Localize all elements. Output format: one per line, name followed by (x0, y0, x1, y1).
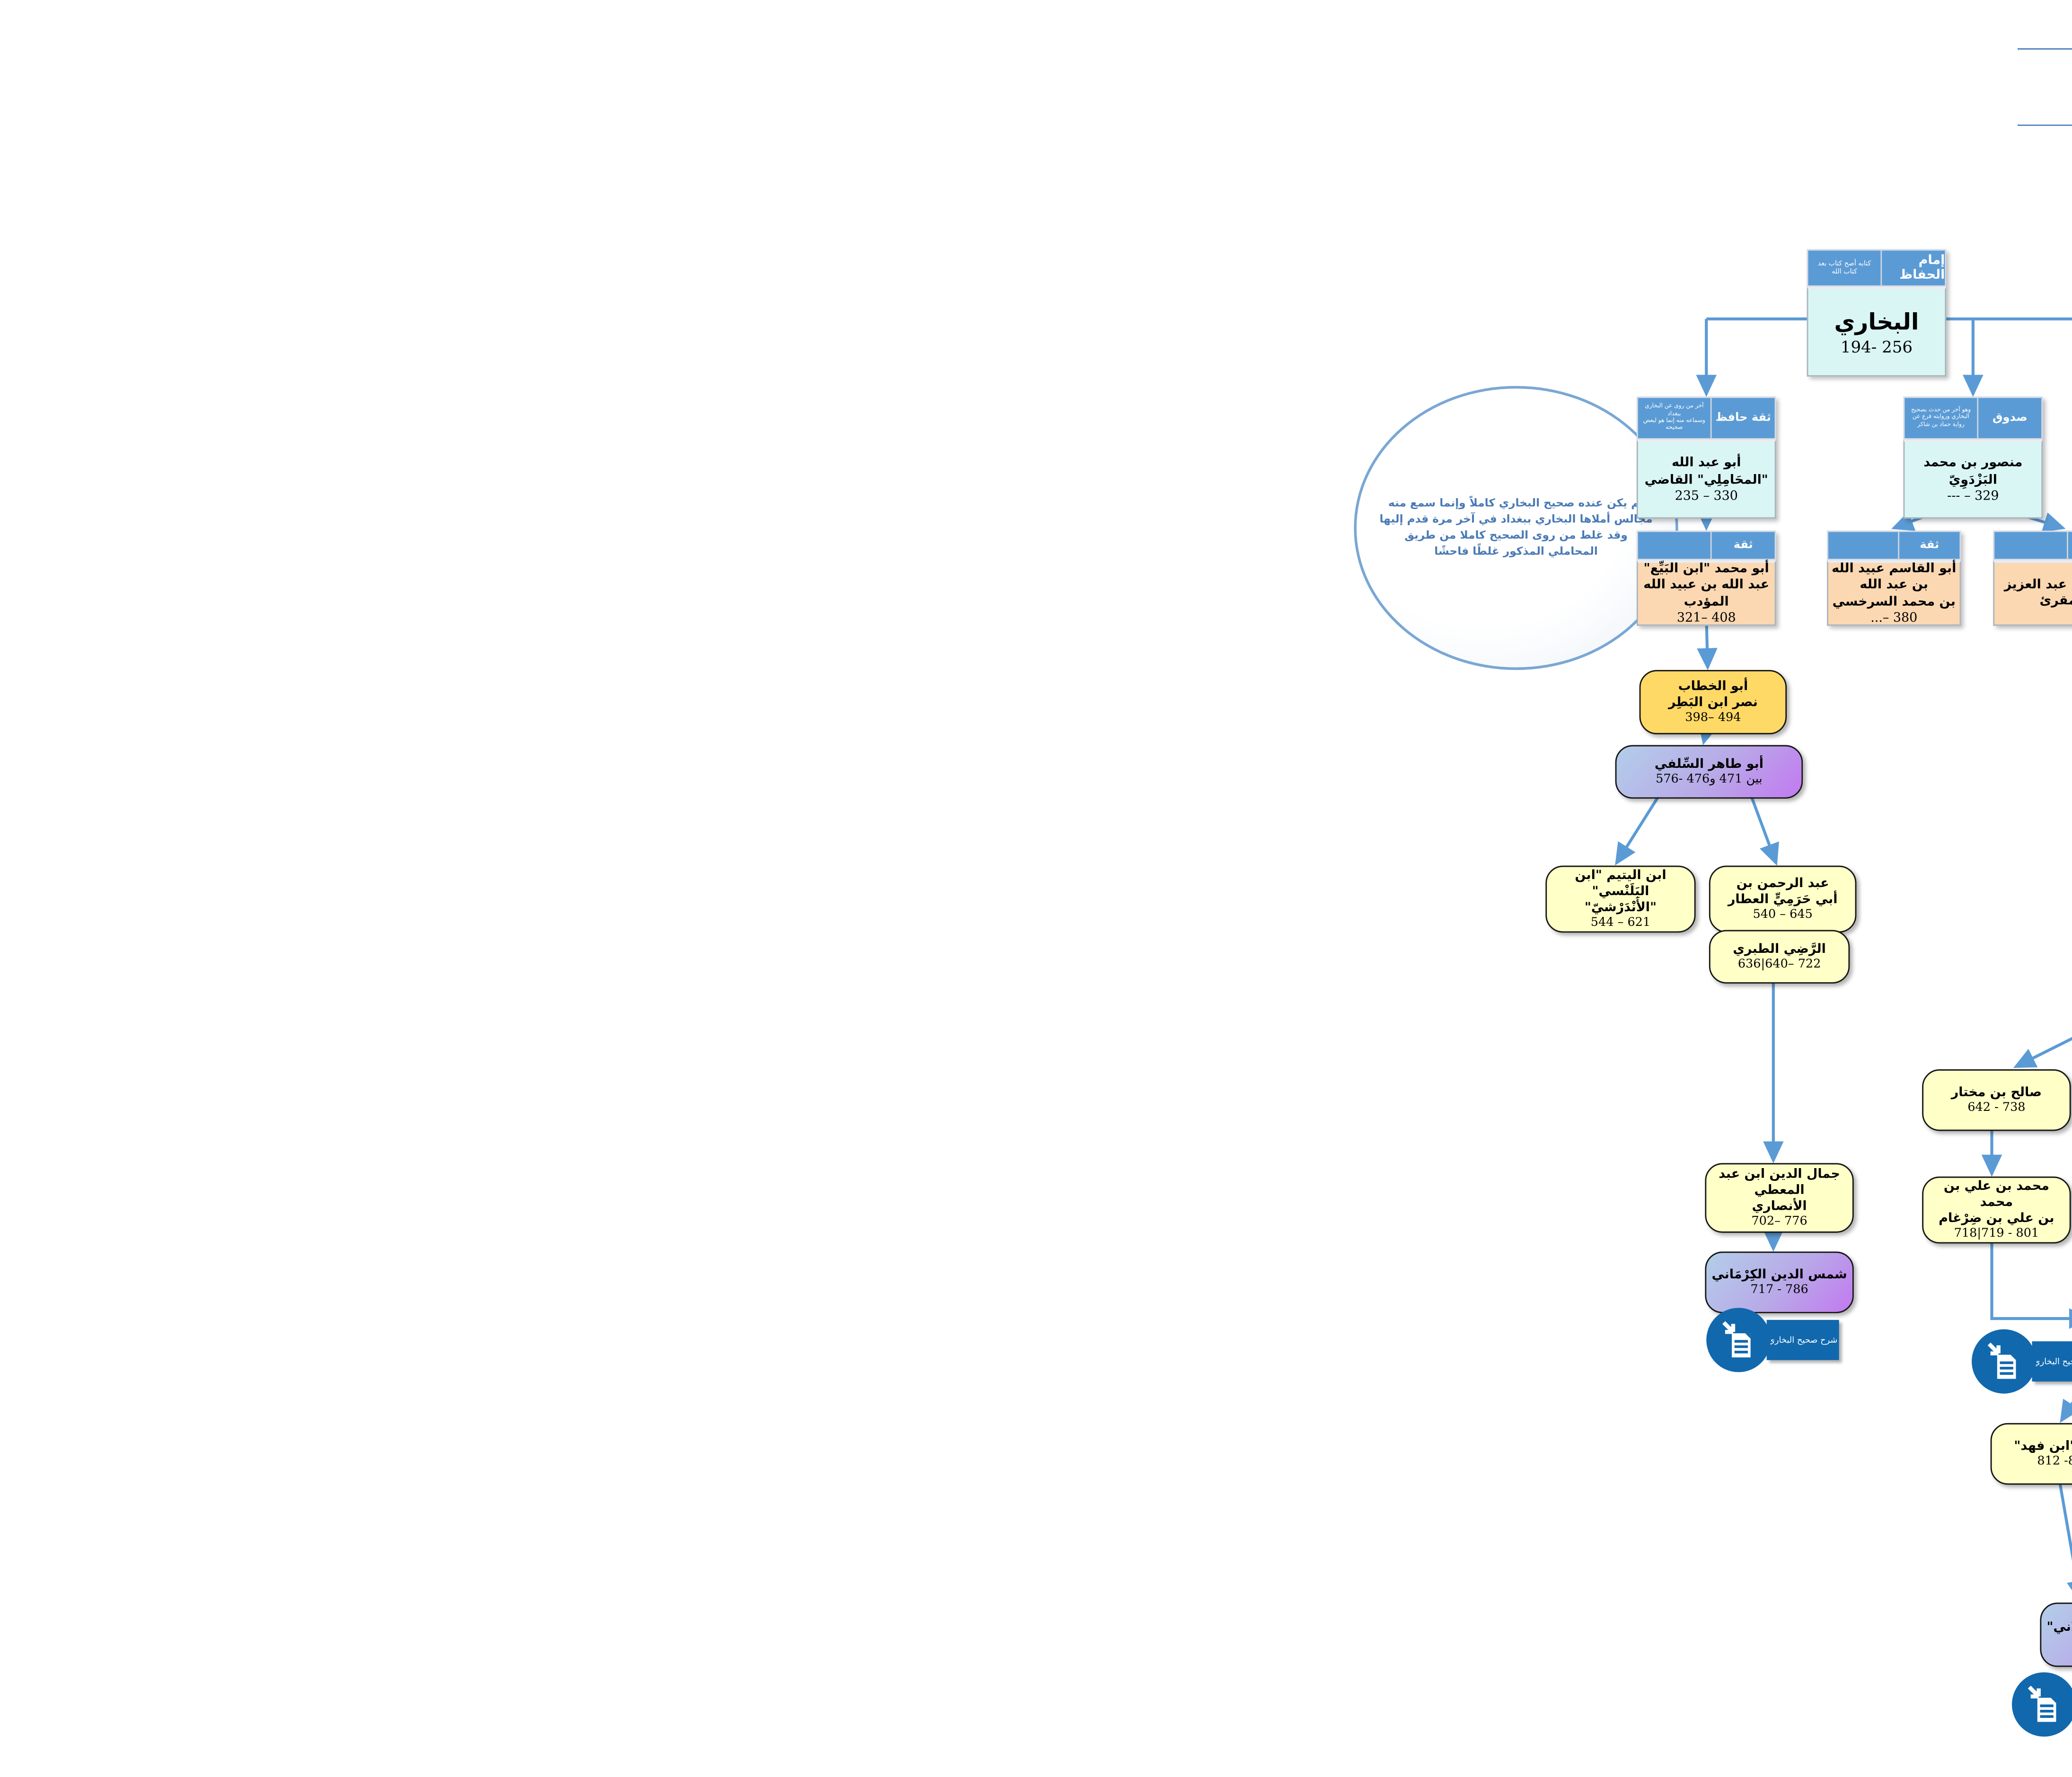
node-bukhari-dates: 256 -194 (1840, 337, 1913, 357)
node-sarakhsi-grade: ثقة (1898, 532, 1960, 559)
node-bazdawi-grade: صدوق (1977, 398, 2042, 439)
node-saleh-name: صالح بن مختار (1951, 1085, 2042, 1100)
node-bukhari-name: البخاري (1834, 309, 1919, 336)
node-radi-name: الرَّضِي الطبري (1733, 942, 1826, 957)
doc-label-ibn-hajar[interactable]: شرح صحيح البخاري (2032, 1341, 2072, 1382)
node-kirmani-dates: 786 - 717 (1750, 1284, 1808, 1297)
doc-icon-kirmani[interactable] (1706, 1308, 1771, 1372)
edges-layer (1615, 317, 2072, 1603)
cloud-note-mahamili: لم يكن عنده صحيح البخاري كاملاً وإنما سم… (1354, 386, 1678, 670)
node-ibn_fahd-name: النجم "ابن فهد" (2014, 1439, 2072, 1454)
node-muqri: مستور أحمد بن عبد العزيز المقرئ (1993, 530, 2072, 626)
node-sarakhsi-body: أبو القاسم عبيد الله بن عبد الله بن محمد… (1827, 560, 1961, 626)
node-balansi: ابن اليتيم "ابن البَلَنْسي" "الأَنْدَرْش… (1545, 865, 1696, 933)
node-mahamili-body: أبو عبد الله "المحَامِلِي" القاضي 330 – 2… (1636, 439, 1776, 519)
doc-icon-ibn-hajar[interactable] (1972, 1329, 2036, 1394)
node-bukhari-header: إمام الحفاظ كتابه أصح كتاب بعد كتاب الله (1807, 249, 1947, 287)
doc-icon-qastallani[interactable] (2011, 1672, 2072, 1737)
node-mahamili-note: آخر من روى عن البخاري ببغداد وسماعه منه … (1643, 404, 1705, 432)
node-ibn_bay-name: أبو محمد "ابن البَيِّع" عبد الله بن عبيد… (1643, 561, 1770, 609)
node-saleh-dates: 738 - 642 (1967, 1101, 2026, 1115)
node-kirmani-name: شمس الدين الكِرْمَاني (1711, 1267, 1847, 1283)
node-ibn_fahd-dates: 885- 812 (2037, 1455, 2072, 1469)
node-bukhari-grade: إمام الحفاظ (1880, 250, 1945, 286)
node-ibn_bay-note (1638, 532, 1711, 559)
edge-silafi>attar (1747, 790, 1779, 866)
node-bukhari: إمام الحفاظ كتابه أصح كتاب بعد كتاب الله ا… (1807, 249, 1947, 377)
edge-maqdisi>saleh (2013, 1037, 2072, 1068)
node-sarakhsi-header: ثقة (1827, 530, 1961, 560)
node-muqri-body: أحمد بن عبد العزيز المقرئ (1993, 560, 2072, 626)
node-bukhari-note: كتابه أصح كتاب بعد كتاب الله (1817, 259, 1871, 276)
node-attar-dates: 645 – 540 (1753, 908, 1813, 922)
node-qastallani: الشهاب "القسطَلاني"923- 851 (2040, 1602, 2072, 1667)
edge-ibn_hajar>ibn_fahd (2060, 1399, 2072, 1423)
node-bazdawi-dates: 329 – --- (1947, 489, 1999, 504)
edge-silafi>balansi (1615, 790, 1664, 866)
node-silafi-name: أبو طاهر السِّلفي (1654, 757, 1763, 772)
node-jamal-dates: 776 –702 (1751, 1215, 1807, 1229)
edge-ibn_fahd>qastallani (2057, 1476, 2072, 1603)
node-ibn_bay-grade: ثقة (1710, 532, 1775, 559)
node-attar-name: عبد الرحمن بن أبي حَرَمِيٍّ العطار (1728, 876, 1838, 907)
node-balansi-name: ابن اليتيم "ابن البَلَنْسي" "الأَنْدَرْش… (1575, 868, 1666, 915)
node-muqri-header: مستور (1993, 530, 2072, 560)
node-sarakhsi-name: أبو القاسم عبيد الله بن عبد الله بن محمد… (1832, 561, 1957, 609)
node-sarakhsi-note (1828, 532, 1898, 559)
node-ibn_fahd: النجم "ابن فهد"885- 812 (1990, 1423, 2072, 1485)
node-ibn_bay-header: ثقة (1636, 530, 1776, 560)
node-batir-name: أبو الخطاب نصر ابن البَطِر (1668, 679, 1758, 711)
node-muqri-name: أحمد بن عبد العزيز المقرئ (2004, 577, 2072, 608)
edge-dirgham>ibn_hajar (1990, 1235, 2072, 1329)
node-sarakhsi-dates: 380 –... (1870, 611, 1918, 626)
node-mahamili-dates: 330 – 235 (1675, 489, 1738, 504)
node-dirgham-dates: 801 - 719|718 (1954, 1227, 2039, 1241)
node-bazdawi-name: منصور بن محمد البَزْدَوِيّ (1923, 456, 2023, 487)
node-balansi-dates: 621 – 544 (1590, 916, 1651, 930)
node-muqri-note (1994, 532, 2067, 559)
diagram-canvas: مستقل mostaql.com شجرة صحيح البخاري لم ي… (1340, 0, 2072, 1777)
node-silafi-dates: بين 471 و476 -576 (1656, 773, 1763, 787)
node-ibn_bay-body: أبو محمد "ابن البَيِّع" عبد الله بن عبيد… (1636, 560, 1776, 626)
node-qastallani-name: الشهاب "القسطَلاني" (2046, 1620, 2072, 1635)
node-bazdawi: صدوق وهو آخر من حدث بصحيح البخاري وروايته… (1903, 396, 2043, 519)
node-ibn_bay-dates: 408 –321 (1676, 611, 1736, 626)
node-muqri-grade: مستور (2067, 532, 2072, 559)
node-mahamili-grade: ثقة حافظ (1710, 398, 1775, 439)
node-mahamili-name: أبو عبد الله "المحَامِلِي" القاضي (1644, 456, 1768, 487)
node-batir-dates: 494 –398 (1685, 711, 1741, 725)
node-dirgham-name: محمد بن علي بن محمد بن علي بن ضِرْغام (1939, 1179, 2054, 1226)
node-bazdawi-note: وهو آخر من حدث بصحيح البخاري وروايته فرع… (1911, 407, 1971, 429)
node-radi-dates: 722 –640|636 (1737, 958, 1821, 972)
node-bazdawi-body: منصور بن محمد البَزْدَوِيّ 329 – --- (1903, 439, 2043, 519)
doc-label-kirmani[interactable]: شرح صحيح البخاري (1766, 1320, 1839, 1360)
node-bazdawi-header: صدوق وهو آخر من حدث بصحيح البخاري وروايته… (1903, 396, 2043, 440)
node-jamal-name: جمال الدين ابن عبد المعطي الأنصاري (1719, 1167, 1840, 1214)
